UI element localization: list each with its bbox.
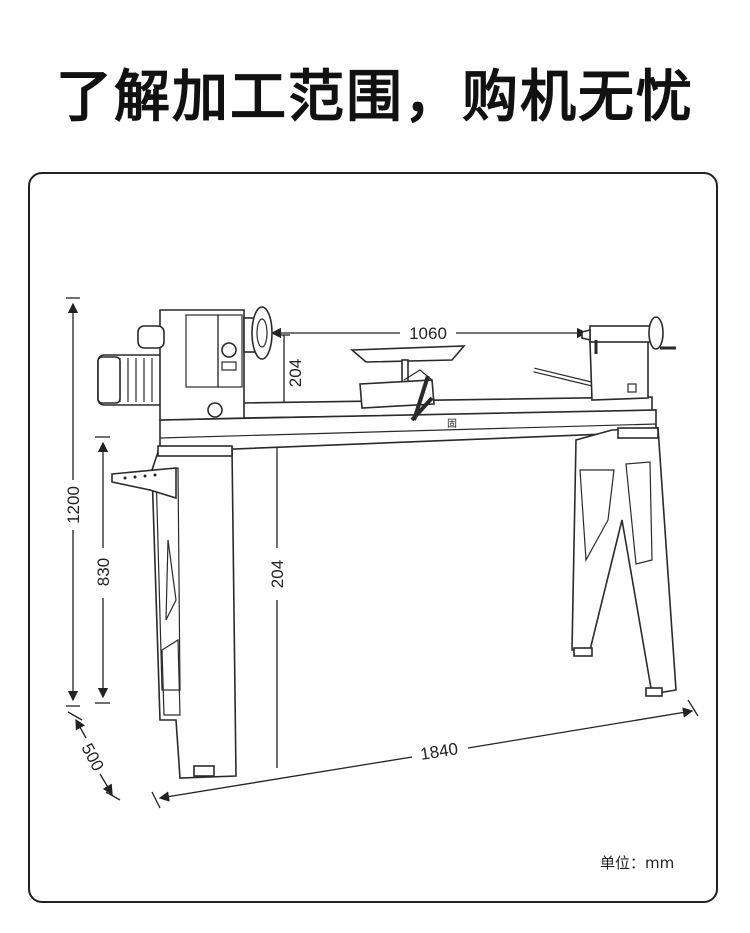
brand-badge: 固 (447, 418, 457, 430)
dim-label-spindle-length: 1060 (409, 324, 447, 343)
lathe-illustration: 固 (97, 306, 677, 779)
diagram-frame (28, 172, 718, 903)
dim-label-leg-height: 830 (94, 558, 113, 586)
dim-label-center-height: 204 (286, 359, 305, 387)
dim-spindle-length: 1060 (270, 324, 588, 343)
units-label: 单位：mm (600, 854, 675, 872)
dim-label-total-length: 1840 (419, 739, 459, 764)
dim-label-depth: 500 (78, 740, 108, 774)
page-headline: 了解加工范围，购机无忧 (56, 65, 694, 130)
dim-label-total-height: 1200 (64, 486, 83, 524)
dim-total-height: 1200 (64, 297, 83, 707)
dim-total-length: 1840 (151, 699, 699, 809)
dim-leg-height: 830 (94, 436, 113, 704)
dim-bed-height: 204 (268, 448, 287, 768)
svg-text:固: 固 (447, 418, 457, 430)
dim-depth: 500 (67, 711, 121, 801)
dim-label-bed-height: 204 (268, 560, 287, 588)
dim-center-height: 204 (280, 334, 305, 408)
